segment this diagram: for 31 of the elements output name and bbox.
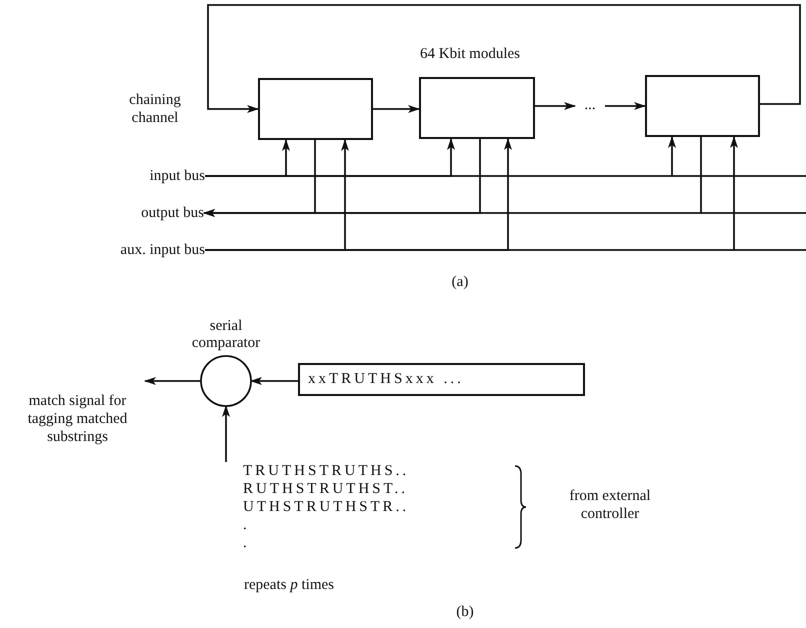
arrow — [205, 136, 738, 251]
arrow — [373, 105, 420, 113]
arrow — [250, 377, 298, 385]
arrow — [222, 405, 230, 462]
channel-label: chaining channel — [128, 91, 182, 127]
input-string-tape: xxTRUTHSxxx ... — [298, 363, 585, 396]
pattern-row: . — [243, 516, 250, 534]
pattern-row: UTHSTRUTHSTR.. — [243, 498, 410, 516]
module-box — [645, 75, 760, 137]
ellipsis-text: ... — [575, 96, 605, 116]
figure-label: (b) — [455, 603, 475, 621]
module-box — [419, 77, 535, 139]
source-note: from external controller — [568, 487, 652, 523]
component-label: serial comparator — [190, 318, 262, 352]
pattern-row: TRUTHSTRUTHS.. — [243, 462, 410, 480]
pattern-row: . — [243, 534, 250, 552]
pattern-row: RUTHSTRUTHST.. — [243, 480, 408, 498]
figure-label: (a) — [450, 273, 470, 291]
module-box — [258, 78, 373, 140]
bus-label: input bus — [95, 167, 205, 185]
arrow — [605, 102, 646, 110]
bus-label: aux. input bus — [55, 241, 205, 259]
bus-label: output bus — [85, 204, 204, 222]
group-title: 64 Kbit modules — [419, 45, 521, 63]
output-description: match signal for tagging matched substrings — [10, 372, 145, 454]
arrow — [203, 137, 702, 217]
repeat-note: repeats p times — [244, 576, 335, 594]
arrow — [535, 102, 576, 110]
arrow — [205, 136, 676, 177]
arrow — [144, 377, 201, 385]
arrow — [207, 4, 801, 113]
